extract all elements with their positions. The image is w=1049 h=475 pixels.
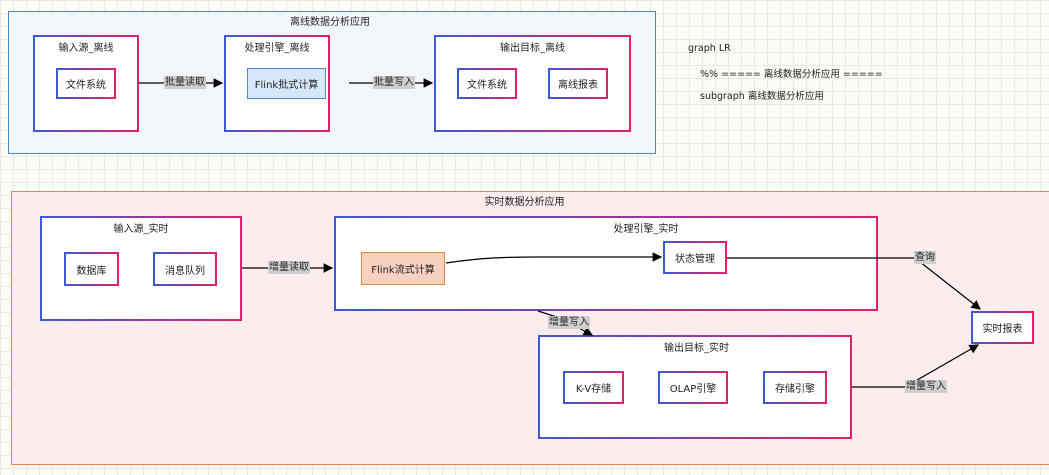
node-flink-stream[interactable]: Flink流式计算 [361,252,445,285]
edge-label-batch-read: 批量读取 [164,76,206,89]
group-title: 处理引擎_离线 [244,43,310,54]
node-storage-engine[interactable]: 存储引擎 [763,371,827,404]
node-flink-batch[interactable]: Flink批式计算 [247,68,326,99]
offline-title: 离线数据分析应用 [290,17,370,28]
node-realtime-report[interactable]: 实时报表 [971,311,1034,344]
realtime-title: 实时数据分析应用 [484,197,565,208]
group-title: 输入源_离线 [58,43,114,54]
code-line-3: subgraph 离线数据分析应用 [700,91,824,102]
node-offline-report[interactable]: 离线报表 [548,68,608,99]
node-filesystem-input[interactable]: 文件系统 [56,68,116,99]
group-title: 输出目标_离线 [500,43,565,54]
edge-query[interactable] [727,257,981,310]
node-state-management[interactable]: 状态管理 [663,241,727,274]
group-title: 输入源_实时 [113,224,169,235]
node-filesystem-output[interactable]: 文件系统 [457,68,517,99]
edge-label-query: 查询 [914,251,936,264]
edge-label-batch-write: 批量写入 [373,76,415,89]
node-olap-engine[interactable]: OLAP引擎 [658,371,728,404]
node-message-queue[interactable]: 消息队列 [153,252,217,286]
group-title: 处理引擎_实时 [613,224,679,235]
edge-label-incremental-write: 增量写入 [548,316,590,329]
edge-flink-to-state[interactable] [445,252,663,264]
code-line-1: graph LR [688,43,731,54]
code-line-2: %% ===== 离线数据分析应用 ===== [700,69,883,80]
node-database[interactable]: 数据库 [64,252,119,286]
node-kv-storage[interactable]: K-V存储 [563,371,624,404]
group-title: 输出目标_实时 [664,343,729,354]
edge-label-incremental-read: 增量读取 [268,261,310,274]
edge-label-write-report: 增量写入 [905,380,947,393]
